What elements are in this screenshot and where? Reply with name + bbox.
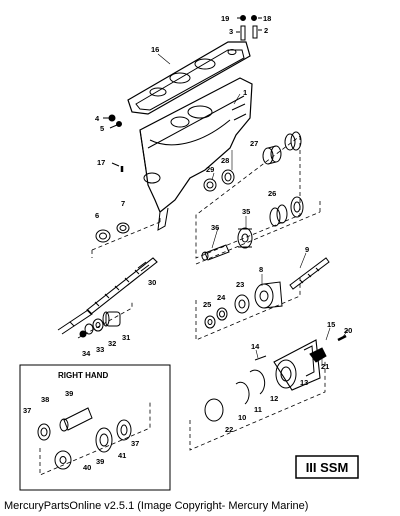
label-part-20: 20 xyxy=(344,326,352,335)
image-caption: MercuryPartsOnline v2.5.1 (Image Copyrig… xyxy=(4,500,309,512)
inset-label-37b: 37 xyxy=(131,439,139,448)
label-part-31: 31 xyxy=(122,333,130,342)
label-part-21: 21 xyxy=(321,362,329,371)
label-part-15: 15 xyxy=(327,320,335,329)
upper-gear-group xyxy=(195,131,302,259)
gearcase-housing xyxy=(139,77,253,231)
forward-gear-group xyxy=(195,196,321,265)
label-part-2: 2 xyxy=(264,26,268,35)
propeller-shaft xyxy=(289,257,330,290)
label-part-27: 27 xyxy=(250,139,258,148)
inset-label-39a: 39 xyxy=(65,389,73,398)
label-part-12: 12 xyxy=(270,394,278,403)
label-part-25: 25 xyxy=(203,300,211,309)
label-part-35: 35 xyxy=(242,207,250,216)
inset-label-41: 41 xyxy=(118,451,126,460)
leader-lines xyxy=(157,53,349,366)
right-hand-inset xyxy=(19,364,171,491)
ssm-badge xyxy=(295,455,359,479)
exploded-parts-diagram: 1 2 3 4 5 6 7 8 9 10 11 12 13 14 15 16 1… xyxy=(19,14,359,491)
label-part-33: 33 xyxy=(96,345,104,354)
bearing-carrier-group xyxy=(189,334,347,451)
label-part-18: 18 xyxy=(263,14,271,23)
label-part-19: 19 xyxy=(221,14,229,23)
label-part-28: 28 xyxy=(221,156,229,165)
label-part-23: 23 xyxy=(236,280,244,289)
label-part-26: 26 xyxy=(268,189,276,198)
label-part-11: 11 xyxy=(254,405,262,414)
badge-label: III SSM xyxy=(306,460,349,475)
label-part-6: 6 xyxy=(95,211,99,220)
label-part-36: 36 xyxy=(211,223,219,232)
label-part-24: 24 xyxy=(217,293,226,302)
inset-label-38: 38 xyxy=(41,395,49,404)
label-part-17: 17 xyxy=(97,158,105,167)
driveshaft xyxy=(57,257,158,335)
label-part-34: 34 xyxy=(82,349,91,358)
inset-label-40: 40 xyxy=(83,463,91,472)
label-part-29: 29 xyxy=(206,165,214,174)
label-part-30: 30 xyxy=(148,278,156,287)
label-part-16: 16 xyxy=(151,45,159,54)
inset-title: RIGHT HAND xyxy=(58,371,108,380)
label-part-5: 5 xyxy=(100,124,104,133)
label-part-32: 32 xyxy=(108,339,116,348)
label-part-7: 7 xyxy=(121,199,125,208)
label-part-4: 4 xyxy=(95,114,100,123)
part-labels: 1 2 3 4 5 6 7 8 9 10 11 12 13 14 15 16 1… xyxy=(23,14,352,475)
screw-17 xyxy=(111,162,124,172)
bolt-set-4-5 xyxy=(103,114,122,129)
label-part-1: 1 xyxy=(243,88,247,97)
label-part-10: 10 xyxy=(238,413,246,422)
reverse-gear-group xyxy=(195,278,301,341)
inset-label-39b: 39 xyxy=(96,457,104,466)
pinion-group xyxy=(77,300,133,339)
label-part-22: 22 xyxy=(225,425,233,434)
top-cover-plate xyxy=(127,41,251,115)
label-part-3: 3 xyxy=(229,27,233,36)
label-part-14: 14 xyxy=(251,342,260,351)
inset-label-37a: 37 xyxy=(23,406,31,415)
label-part-9: 9 xyxy=(305,245,309,254)
stud-set-2-3-18-19 xyxy=(236,15,262,41)
label-part-8: 8 xyxy=(259,265,263,274)
label-part-13: 13 xyxy=(300,378,308,387)
bearing-pair-6-7 xyxy=(91,215,161,258)
